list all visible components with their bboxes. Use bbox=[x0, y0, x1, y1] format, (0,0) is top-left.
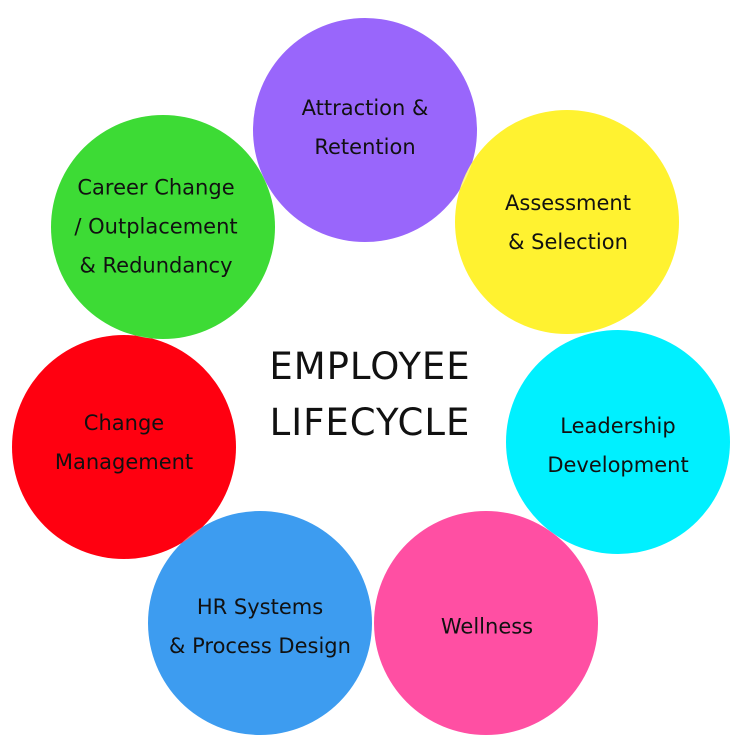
stage-label: / Outplacement bbox=[74, 214, 238, 239]
stage-circle bbox=[148, 511, 372, 735]
stage-label: & Redundancy bbox=[79, 253, 233, 278]
stage-change-management: Change Management bbox=[55, 404, 193, 482]
stage-label: & Selection bbox=[508, 230, 628, 254]
stage-label: Retention bbox=[314, 135, 416, 159]
stage-career-change: Career Change / Outplacement & Redundanc… bbox=[74, 169, 237, 286]
title-line-2: LIFECYCLE bbox=[269, 401, 471, 444]
stage-label: Change bbox=[83, 411, 165, 435]
stage-circle bbox=[12, 335, 236, 559]
stage-label: HR Systems bbox=[196, 595, 324, 619]
stage-circle bbox=[374, 511, 598, 735]
stage-wellness: Wellness bbox=[441, 608, 533, 647]
diagram-title: EMPLOYEE LIFECYCLE bbox=[269, 339, 470, 451]
stage-label: Wellness bbox=[440, 614, 534, 639]
stage-circle bbox=[253, 18, 477, 242]
title-line-1: EMPLOYEE bbox=[269, 345, 471, 388]
stage-circle bbox=[506, 330, 730, 554]
stage-label: Management bbox=[54, 450, 194, 474]
stage-attraction-retention: Attraction & Retention bbox=[302, 89, 429, 167]
stage-label: & Process Design bbox=[169, 634, 351, 658]
stage-hr-systems: HR Systems & Process Design bbox=[169, 588, 351, 666]
stage-label: Assessment bbox=[505, 191, 631, 215]
stage-label: Attraction & bbox=[301, 96, 429, 120]
stage-assessment-selection: Assessment & Selection bbox=[505, 184, 631, 262]
stage-circle bbox=[455, 110, 679, 334]
stage-label: Career Change bbox=[77, 175, 235, 200]
stage-leadership-development: Leadership Development bbox=[547, 407, 688, 485]
stage-label: Leadership bbox=[560, 414, 676, 438]
stage-circle bbox=[51, 115, 275, 339]
stage-label: Development bbox=[547, 453, 689, 477]
